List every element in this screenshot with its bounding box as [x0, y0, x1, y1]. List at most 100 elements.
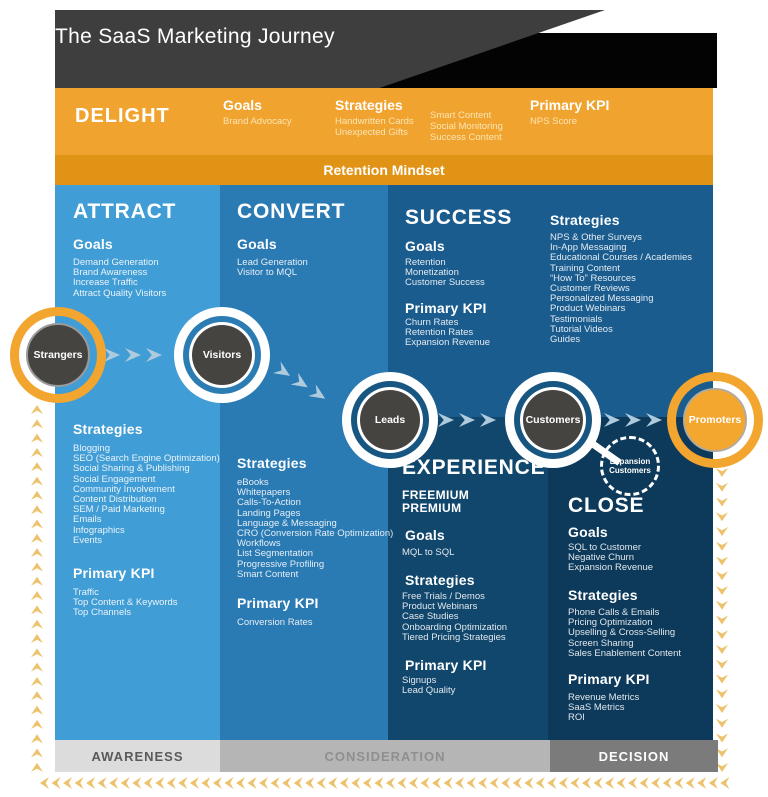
list-item: Lead Quality [402, 685, 456, 697]
left-chevron-icon [339, 777, 349, 789]
list-item: Emails [73, 514, 102, 526]
down-chevron-icon [716, 586, 728, 595]
stage-strangers-label: Strangers [26, 323, 90, 387]
attract-column-bg [55, 185, 220, 740]
up-chevron-icon [31, 734, 43, 744]
up-chevron-icon [31, 634, 43, 643]
list-item: SEO (Search Engine Optimization) [73, 453, 220, 465]
list-item: Educational Courses / Academies [550, 252, 693, 264]
visitors-blue-ring: Visitors [183, 316, 261, 394]
down-chevron-icon [716, 630, 728, 640]
left-chevron-icon [558, 777, 568, 789]
left-chevron-icon [685, 777, 695, 789]
convert-title: CONVERT [237, 200, 346, 223]
down-chevron-icon [716, 600, 728, 610]
attract-title: ATTRACT [73, 200, 177, 223]
left-chevron-icon [155, 777, 165, 789]
left-chevron-icon [489, 777, 499, 789]
close-title: CLOSE [568, 494, 645, 517]
up-chevron-icon [31, 662, 43, 672]
down-chevron-icon [716, 763, 728, 772]
attract-goals-heading: Goals [73, 236, 113, 252]
convert-goals-heading: Goals [237, 236, 277, 252]
down-chevron-icon [716, 689, 728, 699]
down-chevron-icon [716, 556, 728, 566]
flow-arrow-customers-to-promoters [604, 413, 662, 427]
list-item: Expansion Revenue [568, 562, 654, 574]
success-title: SUCCESS [405, 206, 513, 229]
customers-white-ring: Customers [520, 387, 586, 453]
left-chevron-icon [328, 777, 338, 789]
success-goals-heading: Goals [405, 238, 445, 254]
list-item: SQL to Customer [568, 542, 642, 553]
left-chevron-icon [720, 777, 730, 789]
up-chevron-icon [31, 419, 43, 429]
list-item: Increase Traffic [73, 277, 138, 289]
flow-chevron-icon [625, 413, 641, 427]
up-chevron-icon [31, 405, 43, 414]
list-item: Product Webinars [402, 601, 478, 613]
list-item: Onboarding Optimization [402, 621, 508, 633]
stage-circle-visitors: Visitors [174, 307, 270, 403]
left-chevron-icon [455, 777, 465, 789]
left-chevron-icon [293, 777, 303, 789]
left-chevron-icon [628, 777, 638, 789]
list-item: Brand Advocacy [223, 116, 292, 127]
list-item: Landing Pages [237, 507, 301, 519]
page-title: The SaaS Marketing Journey [55, 25, 335, 48]
convert-kpi-heading: Primary KPI [237, 595, 319, 611]
left-chevron-icon [351, 777, 361, 789]
left-chevron-icon [362, 777, 372, 789]
list-item: Personalized Messaging [550, 293, 654, 305]
funnel-decision: DECISION [550, 740, 718, 772]
success-kpi-heading: Primary KPI [405, 300, 487, 316]
list-item: Phone Calls & Emails [568, 607, 660, 618]
delight-goals-list: Brand Advocacy [223, 116, 292, 127]
list-item: Retention [405, 257, 446, 268]
delight-kpi-heading: Primary KPI [530, 97, 610, 113]
list-item: Social Engagement [73, 473, 156, 485]
left-chevron-icon [385, 777, 395, 789]
list-item: Tiered Pricing Strategies [402, 631, 506, 643]
down-chevron-icon [716, 571, 728, 581]
flow-arrow-leads-to-customers [438, 413, 496, 427]
left-chevron-icon [605, 777, 615, 789]
list-item: Conversion Rates [237, 617, 313, 628]
list-item: ROI [568, 712, 585, 724]
left-chevron-icon [178, 777, 188, 789]
down-chevron-icon [716, 541, 728, 551]
flow-chevron-icon [604, 413, 620, 427]
left-chevron-icon [236, 777, 246, 789]
list-item: Content Distribution [73, 494, 157, 506]
delight-goals-heading: Goals [223, 97, 262, 113]
left-chevron-icon [201, 777, 211, 789]
up-chevron-icon [31, 462, 43, 472]
delight-kpi-list: NPS Score [530, 116, 609, 127]
list-item: Infographics [73, 524, 125, 536]
left-chevron-icon [316, 777, 326, 789]
list-item: List Segmentation [237, 548, 314, 560]
list-item: Language & Messaging [237, 517, 337, 529]
up-chevron-icon [31, 691, 43, 701]
left-chevron-icon [282, 777, 292, 789]
list-item: Success Content [430, 132, 502, 143]
stage-promoters-label: Promoters [683, 388, 747, 452]
left-chevron-icon [535, 777, 545, 789]
stage-circle-customers: Customers [505, 372, 601, 468]
expansion-customers-label: Expansion Customers [609, 457, 651, 475]
list-item: Whitepapers [237, 487, 291, 499]
left-chevron-icon [166, 777, 176, 789]
stage-circle-promoters: Promoters [667, 372, 763, 468]
list-item: Case Studies [402, 611, 459, 623]
leads-blue-ring: Leads [351, 381, 429, 459]
up-chevron-icon [31, 433, 43, 443]
up-chevron-icon [31, 490, 43, 500]
experience-strategies-heading: Strategies [405, 572, 475, 588]
